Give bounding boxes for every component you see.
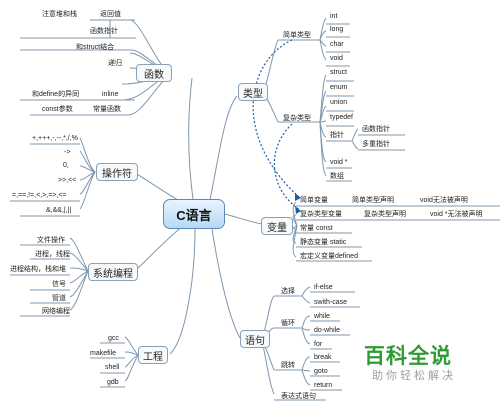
project-leaf[interactable]: makefile bbox=[90, 350, 117, 357]
system-leaf[interactable]: 信号 bbox=[52, 281, 66, 288]
function-leaf[interactable]: const参数 bbox=[42, 106, 73, 113]
operator-leaf[interactable]: >>,<< bbox=[58, 177, 77, 184]
complex-type-leaf[interactable]: 数组 bbox=[330, 173, 344, 180]
system-programming-node[interactable]: 系统编程 bbox=[88, 263, 138, 281]
jump-leaf[interactable]: goto bbox=[314, 368, 328, 375]
complex-type-leaf[interactable]: union bbox=[330, 99, 348, 106]
watermark-subtitle: 助你轻松解决 bbox=[372, 370, 456, 382]
simple-type-leaf[interactable]: char bbox=[330, 41, 344, 48]
variable-complex-decl[interactable]: 复杂类型声明 bbox=[364, 211, 406, 218]
type-node[interactable]: 类型 bbox=[238, 83, 268, 101]
function-leaf[interactable]: 常量函数 bbox=[93, 106, 121, 113]
variable-simple-note[interactable]: void无法被声明 bbox=[420, 197, 468, 204]
function-leaf[interactable]: 和struct结合 bbox=[76, 44, 115, 51]
variable-leaf[interactable]: 宏定义变量defined bbox=[300, 253, 358, 260]
simple-type-leaf[interactable]: long bbox=[330, 26, 344, 33]
operator-leaf[interactable]: =,==,!=,<,>,=>,<= bbox=[12, 192, 67, 199]
system-leaf[interactable]: 进程，线程 bbox=[35, 251, 70, 258]
variable-node[interactable]: 变量 bbox=[261, 217, 293, 235]
operator-leaf[interactable]: +,+++,-,--,*,/,% bbox=[32, 135, 78, 142]
pointer-leaf[interactable]: 多重指针 bbox=[362, 141, 390, 148]
complex-type-leaf[interactable]: enum bbox=[330, 84, 348, 91]
system-leaf[interactable]: 网络编程 bbox=[42, 308, 70, 315]
pointer-leaf[interactable]: 函数指针 bbox=[362, 126, 390, 133]
function-leaf[interactable]: 函数指针 bbox=[90, 28, 118, 35]
central-node[interactable]: C语言 bbox=[163, 199, 225, 229]
variable-simple-decl[interactable]: 简单类型声明 bbox=[352, 197, 394, 204]
simple-type-leaf[interactable]: int bbox=[330, 13, 338, 20]
complex-type-leaf[interactable]: struct bbox=[330, 69, 348, 76]
variable-complex[interactable]: 复杂类型变量 bbox=[300, 211, 342, 218]
complex-type-leaf[interactable]: typedef bbox=[330, 114, 353, 121]
system-leaf[interactable]: 文件操作 bbox=[37, 237, 65, 244]
select-leaf[interactable]: swith-case bbox=[314, 299, 348, 306]
project-leaf[interactable]: gdb bbox=[107, 379, 119, 386]
function-leaf[interactable]: 和define的异同 bbox=[32, 91, 80, 98]
loop-leaf[interactable]: while bbox=[314, 313, 330, 320]
function-leaf[interactable]: 注意堆和栈 bbox=[42, 11, 77, 18]
operator-leaf[interactable]: -> bbox=[64, 149, 71, 156]
complex-type-leaf[interactable]: void * bbox=[330, 159, 348, 166]
system-leaf[interactable]: 进程结构，栈和堆 bbox=[10, 266, 66, 273]
jump-leaf[interactable]: return bbox=[314, 382, 333, 389]
variable-simple[interactable]: 简单变量 bbox=[300, 197, 328, 204]
variable-leaf[interactable]: 静态变量 static bbox=[300, 239, 347, 246]
function-leaf[interactable]: inline bbox=[102, 91, 119, 98]
project-leaf[interactable]: gcc bbox=[108, 335, 119, 342]
statement-node[interactable]: 语句 bbox=[240, 330, 270, 348]
operator-node[interactable]: 操作符 bbox=[96, 163, 138, 181]
operator-leaf[interactable]: &,&&,|,|| bbox=[46, 207, 72, 214]
jump-label[interactable]: 跳转 bbox=[281, 362, 295, 369]
select-label[interactable]: 选择 bbox=[281, 288, 295, 295]
expression-statement[interactable]: 表达式语句 bbox=[281, 393, 316, 400]
simple-type-label[interactable]: 简单类型 bbox=[283, 32, 311, 39]
simple-type-leaf[interactable]: void bbox=[330, 55, 343, 62]
project-leaf[interactable]: shell bbox=[105, 364, 120, 371]
jump-leaf[interactable]: break bbox=[314, 354, 332, 361]
function-node[interactable]: 函数 bbox=[136, 64, 172, 82]
function-leaf[interactable]: 递归 bbox=[108, 60, 122, 67]
loop-leaf[interactable]: for bbox=[314, 341, 323, 348]
variable-leaf[interactable]: 常量 const bbox=[300, 225, 333, 232]
system-leaf[interactable]: 管道 bbox=[52, 295, 66, 302]
loop-leaf[interactable]: do-while bbox=[314, 327, 341, 334]
project-node[interactable]: 工程 bbox=[138, 346, 168, 364]
pointer-label[interactable]: 指针 bbox=[330, 132, 344, 139]
complex-type-label[interactable]: 复杂类型 bbox=[283, 115, 311, 122]
watermark-logo: 百科全说 bbox=[364, 345, 452, 368]
function-leaf[interactable]: 返回值 bbox=[100, 11, 121, 18]
operator-leaf[interactable]: 0, bbox=[63, 162, 69, 169]
select-leaf[interactable]: if-else bbox=[314, 284, 333, 291]
loop-label[interactable]: 循环 bbox=[281, 320, 295, 327]
variable-complex-note[interactable]: void *无法被声明 bbox=[430, 211, 483, 218]
